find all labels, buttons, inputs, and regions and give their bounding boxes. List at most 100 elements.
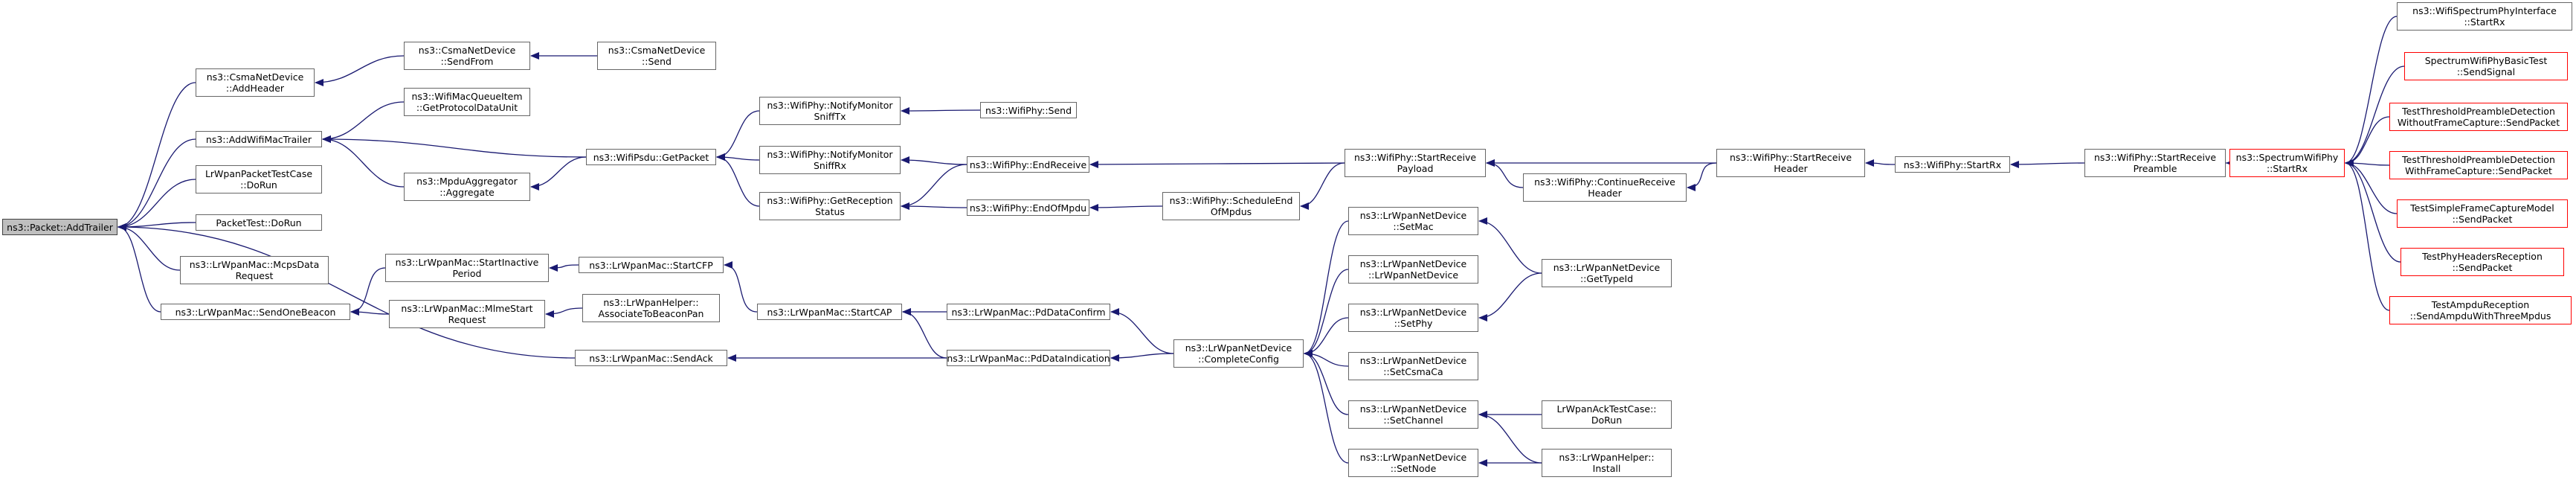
node-wifiphy-continuereceiveheader-label-line: Header xyxy=(1588,188,1622,199)
edge-n40-to-n39 xyxy=(1865,159,1896,167)
edge-n45-to-n42 xyxy=(2345,116,2390,167)
node-spectrumwifiphy-startrx-label-line: ns3::SpectrumWifiPhy xyxy=(2235,152,2339,163)
node-wifimacqueueitem-getprotocoldataunit-label-line: ns3::WifiMacQueueItem xyxy=(411,91,523,102)
edge-n11-to-n6 xyxy=(350,308,390,316)
node-lrwpannetdevice-gettypeid[interactable]: ns3::LrWpanNetDevice::GetTypeId xyxy=(1542,259,1672,287)
node-lrwpannetdevice-setchannel-label-line: ns3::LrWpanNetDevice xyxy=(1359,403,1467,415)
node-lrwpanpackettestcase-dorun[interactable]: LrWpanPacketTestCase::DoRun xyxy=(196,165,322,193)
node-wifimacqueueitem-getprotocoldataunit[interactable]: ns3::WifiMacQueueItem::GetProtocolDataUn… xyxy=(404,88,530,116)
node-lrwpannetdevice-completeconfig[interactable]: ns3::LrWpanNetDevice::CompleteConfig xyxy=(1173,339,1304,368)
node-lrwpannetdevice-setnode[interactable]: ns3::LrWpanNetDevice::SetNode xyxy=(1348,449,1478,477)
node-wifiphy-endreceive[interactable]: ns3::WifiPhy::EndReceive xyxy=(967,156,1089,173)
node-wifiphy-endreceive-label-line: ns3::WifiPhy::EndReceive xyxy=(969,159,1087,170)
node-lrwpanpackettestcase-dorun-label-line: LrWpanPacketTestCase xyxy=(205,168,313,179)
node-csmanetdevice-addheader[interactable]: ns3::CsmaNetDevice::AddHeader xyxy=(196,68,315,97)
node-lrwpannetdevice-lrwpannetdevice[interactable]: ns3::LrWpanNetDevice::LrWpanNetDevice xyxy=(1348,255,1478,284)
edge-n28-to-n22 xyxy=(1089,160,1345,168)
node-lrwpannetdevice-setphy[interactable]: ns3::LrWpanNetDevice::SetPhy xyxy=(1348,304,1478,332)
node-packettest-dorun[interactable]: PacketTest::DoRun xyxy=(196,214,322,231)
edge-n25-to-n20 xyxy=(902,308,947,359)
edge-n3-to-n0 xyxy=(117,179,196,231)
node-lrwpanmac-mlmestartrequest-label-line: ns3::LrWpanMac::MlmeStart xyxy=(401,303,533,314)
node-lrwpanmac-sendack[interactable]: ns3::LrWpanMac::SendAck xyxy=(575,350,727,366)
node-lrwpannetdevice-completeconfig-label-line: ::CompleteConfig xyxy=(1198,354,1279,365)
node-wifispectrumphyinterface-startrx[interactable]: ns3::WifiSpectrumPhyInterface::StartRx xyxy=(2397,2,2572,31)
node-lrwpanhelper-install[interactable]: ns3::LrWpanHelper::Install xyxy=(1542,449,1672,477)
edge-n26-to-n23 xyxy=(1089,203,1163,211)
node-lrwpannetdevice-setchannel-label-line: ::SetChannel xyxy=(1383,415,1443,426)
edge-n22-to-n19 xyxy=(901,164,967,210)
node-testphyheadersreception-sendpacket-label-line: TestPhyHeadersReception xyxy=(2422,251,2543,262)
node-wifiphy-startreceivepreamble-label-line: ns3::WifiPhy::StartReceive xyxy=(2093,152,2217,163)
node-wifiphy-send[interactable]: ns3::WifiPhy::Send xyxy=(980,102,1077,118)
node-lrwpanmac-pddataindication[interactable]: ns3::LrWpanMac::PdDataIndication xyxy=(947,350,1110,366)
node-lrwpannetdevice-setcsmaca[interactable]: ns3::LrWpanNetDevice::SetCsmaCa xyxy=(1348,352,1478,380)
node-lrwpannetdevice-setchannel[interactable]: ns3::LrWpanNetDevice::SetChannel xyxy=(1348,400,1478,429)
node-testphyheadersreception-sendpacket[interactable]: TestPhyHeadersReception::SendPacket xyxy=(2400,248,2564,276)
node-lrwpanmac-pddataconfirm[interactable]: ns3::LrWpanMac::PdDataConfirm xyxy=(947,304,1110,320)
node-packettest-dorun-label-line: PacketTest::DoRun xyxy=(216,217,302,228)
node-csmanetdevice-send-label-line: ns3::CsmaNetDevice xyxy=(608,45,706,56)
node-csmanetdevice-addheader-label-line: ns3::CsmaNetDevice xyxy=(206,71,304,83)
edge-n28-to-n26 xyxy=(1300,162,1345,210)
node-wifimacqueueitem-getprotocoldataunit-label-line: ::GetProtocolDataUnit xyxy=(416,102,518,113)
node-wifiphy-startreceivepayload-label-line: Payload xyxy=(1397,163,1434,174)
node-lrwpanmac-sendonebeacon[interactable]: ns3::LrWpanMac::SendOneBeacon xyxy=(161,304,350,320)
edge-n13-to-n2 xyxy=(322,135,587,158)
node-spectrumwifiphy-startrx[interactable]: ns3::SpectrumWifiPhy::StartRx xyxy=(2229,149,2345,177)
node-csmanetdevice-send[interactable]: ns3::CsmaNetDevice::Send xyxy=(597,42,716,70)
node-wifiphy-endofmpdu[interactable]: ns3::WifiPhy::EndOfMpdu xyxy=(967,199,1089,216)
node-lrwpannetdevice-completeconfig-label-line: ns3::LrWpanNetDevice xyxy=(1185,342,1292,354)
node-testampdureception-sendampduwiththreempdus[interactable]: TestAmpduReception::SendAmpduWithThreeMp… xyxy=(2389,296,2572,324)
edge-n30-to-n27 xyxy=(1304,220,1349,357)
node-addwifimactrailer[interactable]: ns3::AddWifiMacTrailer xyxy=(196,131,322,147)
node-csmanetdevice-sendfrom[interactable]: ns3::CsmaNetDevice::SendFrom xyxy=(404,42,530,70)
node-wifiphy-startreceivepayload-label-line: ns3::WifiPhy::StartReceive xyxy=(1353,152,1477,163)
node-lrwpannetdevice-setnode-label-line: ::SetNode xyxy=(1390,463,1437,474)
edge-n48-to-n42 xyxy=(2345,159,2401,263)
node-lrwpanacktestcase-dorun[interactable]: LrWpanAckTestCase::DoRun xyxy=(1542,400,1672,429)
node-lrwpanmac-startinactiveperiod-label-line: ns3::LrWpanMac::StartInactive xyxy=(395,257,539,268)
node-wifiphy-startrx[interactable]: ns3::WifiPhy::StartRx xyxy=(1895,156,2010,173)
node-wifiphy-startreceivepreamble-label-line: Preamble xyxy=(2133,163,2177,174)
node-mpduaggregator-aggregate[interactable]: ns3::MpduAggregator::Aggregate xyxy=(404,173,530,201)
edge-n19-to-n13 xyxy=(716,153,760,207)
node-lrwpanmac-startcap[interactable]: ns3::LrWpanMac::StartCAP xyxy=(757,304,902,320)
node-wifiphy-getreceptionstatus-label-line: Status xyxy=(815,206,845,217)
node-lrwpannetdevice-gettypeid-label-line: ::GetTypeId xyxy=(1580,273,1634,284)
edge-n31-to-n27 xyxy=(1304,269,1349,357)
node-spectrumwifiphybasictest-sendsignal[interactable]: SpectrumWifiPhyBasicTest::SendSignal xyxy=(2404,52,2568,80)
node-spectrumwifiphybasictest-sendsignal-label-line: SpectrumWifiPhyBasicTest xyxy=(2424,55,2548,66)
node-lrwpanhelper-install-label-line: Install xyxy=(1592,463,1621,474)
node-lrwpanmac-mcpsdatarequest-label-line: ns3::LrWpanMac::McpsData xyxy=(189,259,320,270)
node-wifiphy-endofmpdu-label-line: ns3::WifiPhy::EndOfMpdu xyxy=(969,202,1087,214)
edge-n36-to-n32 xyxy=(1478,272,1542,322)
node-lrwpanmac-startcfp[interactable]: ns3::LrWpanMac::StartCFP xyxy=(579,257,724,273)
edge-n21-to-n17 xyxy=(901,106,981,115)
node-wifiphy-startrx-label-line: ns3::WifiPhy::StartRx xyxy=(1903,159,2002,170)
node-wifipsdu-getpacket[interactable]: ns3::WifiPsdu::GetPacket xyxy=(586,149,716,165)
node-lrwpanmac-pddataconfirm-label-line: ns3::LrWpanMac::PdDataConfirm xyxy=(951,306,1106,318)
node-lrwpanmac-mlmestartrequest-label-line: Request xyxy=(448,314,486,325)
edge-n27-to-n24 xyxy=(1110,308,1174,354)
node-testsimpleframecapturemodel-sendpacket[interactable]: TestSimpleFrameCaptureModel::SendPacket xyxy=(2397,199,2568,228)
node-lrwpanhelper-associatetobeaconpan[interactable]: ns3::LrWpanHelper::AssociateToBeaconPan xyxy=(582,294,720,322)
node-lrwpanpackettestcase-dorun-label-line: ::DoRun xyxy=(240,179,277,191)
node-lrwpannetdevice-setmac[interactable]: ns3::LrWpanNetDevice::SetMac xyxy=(1348,207,1478,235)
node-lrwpanmac-pddataindication-label-line: ns3::LrWpanMac::PdDataIndication xyxy=(947,352,1110,364)
node-wifiphy-notifymonitorsnifftx-label-line: ns3::WifiPhy::NotifyMonitor xyxy=(767,100,893,111)
